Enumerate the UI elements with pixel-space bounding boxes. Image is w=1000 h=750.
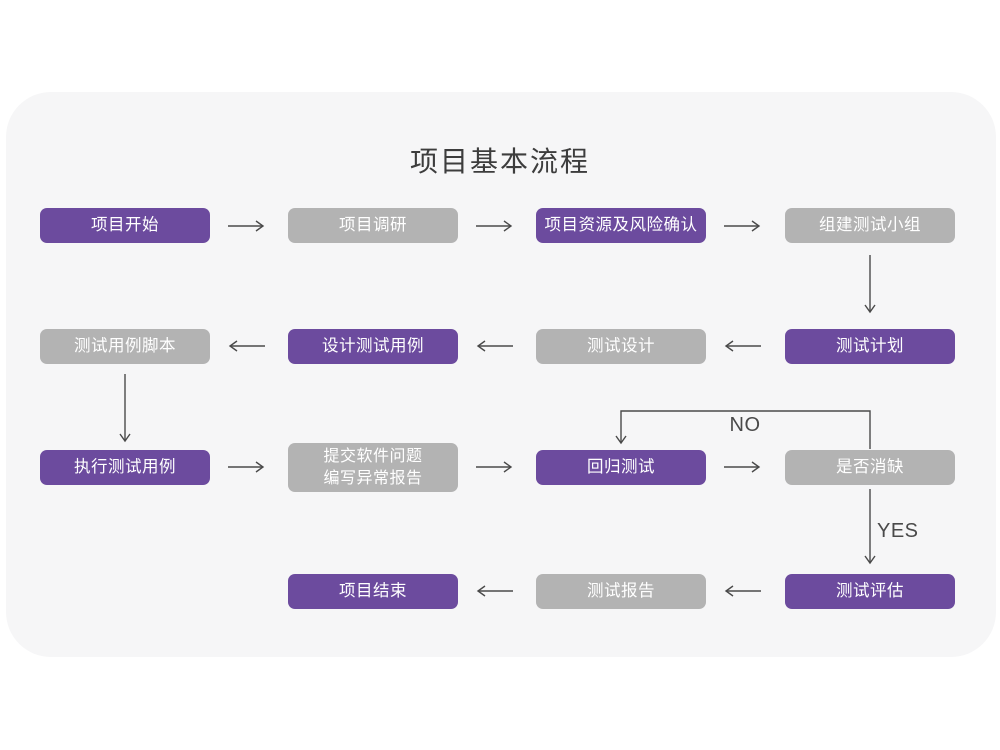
flow-node-test-evaluation: 测试评估 <box>785 574 955 609</box>
flow-node-project-start: 项目开始 <box>40 208 210 243</box>
flow-node-test-plan: 测试计划 <box>785 329 955 364</box>
flow-node-build-test-team: 组建测试小组 <box>785 208 955 243</box>
flow-node-test-design: 测试设计 <box>536 329 706 364</box>
flow-node-project-end: 项目结束 <box>288 574 458 609</box>
flow-node-execute-test-case: 执行测试用例 <box>40 450 210 485</box>
flow-node-defect-resolved: 是否消缺 <box>785 450 955 485</box>
page-title: 项目基本流程 <box>409 146 590 177</box>
flow-node-submit-issue-report: 提交软件问题 编写异常报告 <box>288 443 458 492</box>
flow-node-test-report: 测试报告 <box>536 574 706 609</box>
branch-label-no: NO <box>729 414 761 436</box>
branch-label-yes: YES <box>877 520 919 542</box>
flow-node-design-test-case: 设计测试用例 <box>288 329 458 364</box>
flowchart-card <box>6 92 996 657</box>
flow-node-regression-test: 回归测试 <box>536 450 706 485</box>
flow-node-project-research: 项目调研 <box>288 208 458 243</box>
flow-node-resources-risk: 项目资源及风险确认 <box>536 208 706 243</box>
flow-node-test-case-script: 测试用例脚本 <box>40 329 210 364</box>
